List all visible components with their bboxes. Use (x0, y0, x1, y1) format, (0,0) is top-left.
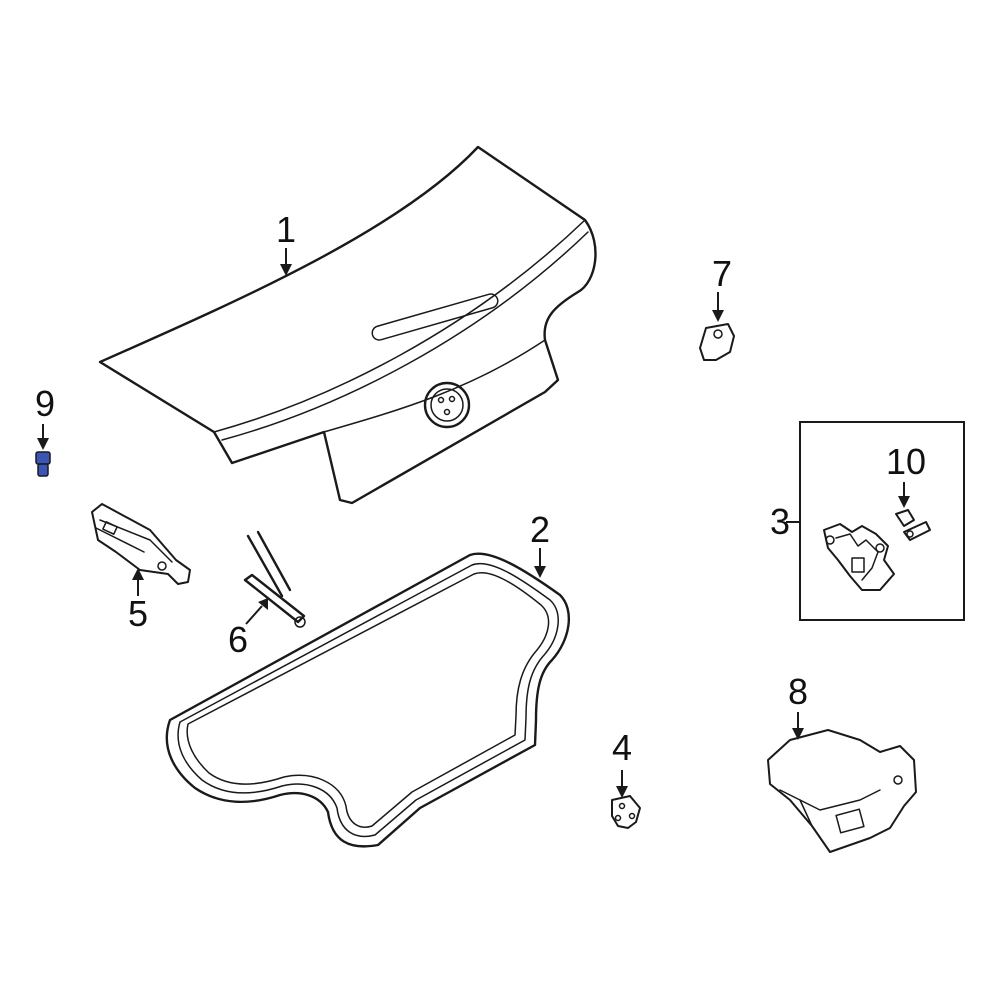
part-8-latch-cover[interactable] (767, 729, 917, 853)
part-1-trunk-lid[interactable] (98, 145, 597, 505)
callout-7: 7 (712, 253, 732, 294)
callout-3: 3 (770, 501, 790, 542)
part-9-bolt[interactable] (35, 451, 51, 477)
callout-1: 1 (276, 209, 296, 250)
callout-4: 4 (612, 727, 632, 768)
callout-5: 5 (128, 593, 148, 634)
part-10-lock-switch[interactable] (895, 509, 931, 541)
leader-lines (37, 248, 910, 798)
part-2-weatherstrip[interactable] (165, 552, 570, 848)
callout-6: 6 (228, 619, 248, 660)
callout-9: 9 (35, 383, 55, 424)
part-4-striker[interactable] (611, 795, 641, 829)
callout-8: 8 (788, 671, 808, 712)
part-5-hinge[interactable] (91, 503, 191, 585)
callout-10: 10 (886, 441, 926, 482)
part-3-lock-assembly-inset[interactable] (799, 421, 965, 621)
part-6-lift-support[interactable] (243, 530, 306, 628)
callout-2: 2 (530, 509, 550, 550)
part-7-clip[interactable] (699, 323, 735, 361)
